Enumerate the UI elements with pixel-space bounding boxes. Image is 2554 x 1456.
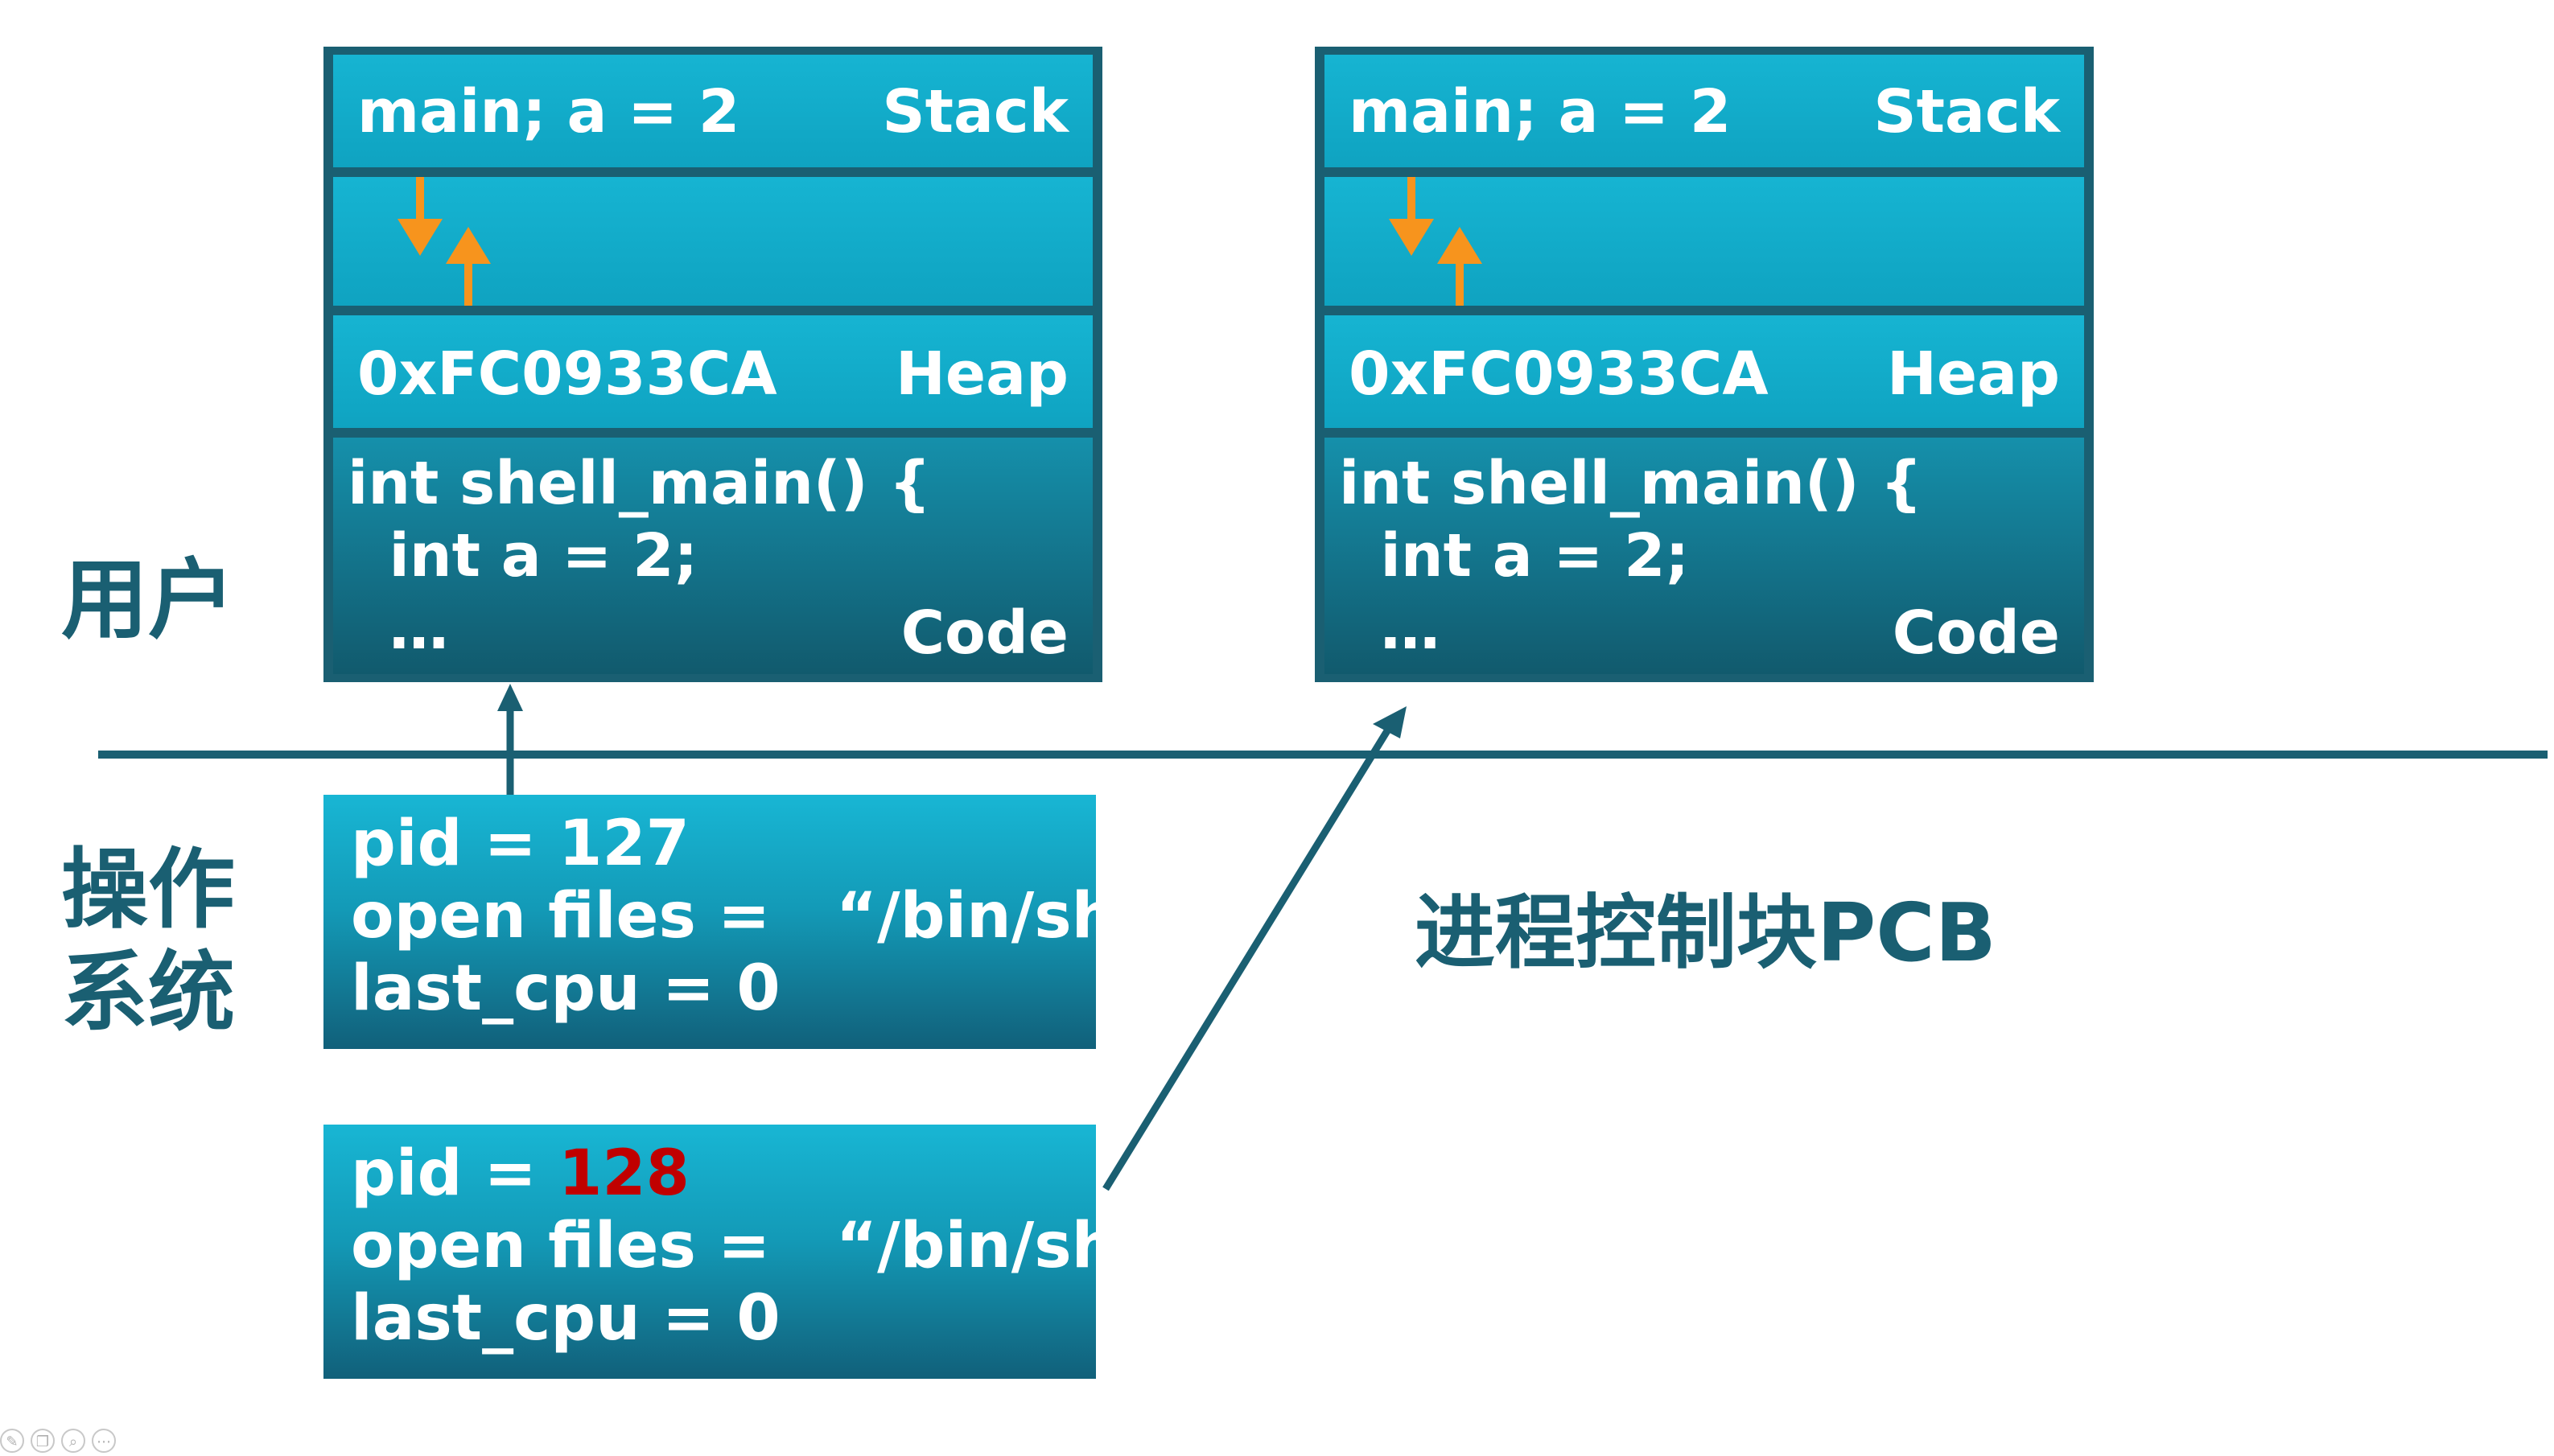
code-label: Code xyxy=(1892,598,2060,668)
stack-segment: main; a = 2 Stack xyxy=(1324,55,2084,167)
pcb-box-1: pid = 127 open files = “/bin/sh” last_cp… xyxy=(323,795,1157,1049)
code-label: Code xyxy=(900,598,1069,668)
stack-segment: main; a = 2 Stack xyxy=(333,55,1093,167)
more-icon[interactable]: ⋯ xyxy=(92,1429,116,1453)
pid-value: 127 xyxy=(558,808,690,880)
pid-value: 128 xyxy=(558,1137,690,1210)
code-segment: int shell_main() { int a = 2; … Code xyxy=(1324,438,2084,674)
pen-icon[interactable]: ✎ xyxy=(0,1429,24,1453)
code-segment: int shell_main() { int a = 2; … Code xyxy=(333,438,1093,674)
stack-content: main; a = 2 xyxy=(357,77,740,146)
pid-label: pid = xyxy=(351,808,559,880)
heap-segment: 0xFC0933CA Heap xyxy=(333,315,1093,428)
code-line: int a = 2; xyxy=(1339,521,1690,590)
pcb-box-2: pid = 128 open files = “/bin/sh” last_cp… xyxy=(323,1125,1157,1379)
heap-segment: 0xFC0933CA Heap xyxy=(1324,315,2084,428)
os-label-line2: 系统 xyxy=(61,943,236,1043)
pid-label: pid = xyxy=(351,1137,559,1210)
grow-arrows-icon xyxy=(1389,177,1482,306)
code-line: int a = 2; xyxy=(348,521,698,590)
process-memory-box-1: main; a = 2 Stack 0xFC0933CA Heap int sh… xyxy=(323,47,1102,682)
stack-content: main; a = 2 xyxy=(1349,77,1732,146)
free-space-segment xyxy=(333,177,1093,306)
user-space-label: 用户 xyxy=(61,550,236,651)
pcb2-to-process2-arrow xyxy=(1102,706,1407,1191)
copy-icon[interactable]: ❐ xyxy=(31,1429,55,1453)
last-cpu-row: last_cpu = 0 xyxy=(351,1282,781,1355)
zoom-icon[interactable]: ⌕ xyxy=(61,1429,85,1453)
code-line: int shell_main() { xyxy=(348,449,932,518)
code-line: int shell_main() { xyxy=(1339,449,1923,518)
last-cpu-row: last_cpu = 0 xyxy=(351,952,781,1025)
heap-content: 0xFC0933CA xyxy=(1349,339,1769,409)
slideshow-toolbar: ✎ ❐ ⌕ ⋯ xyxy=(0,1429,116,1453)
code-line: … xyxy=(1339,594,1440,663)
open-files-row: open files = “/bin/sh” xyxy=(351,880,1158,952)
code-line: … xyxy=(348,594,449,663)
free-space-segment xyxy=(1324,177,2084,306)
stack-label: Stack xyxy=(882,77,1069,146)
heap-label: Heap xyxy=(1886,339,2060,409)
pcb-caption: 进程控制块PCB xyxy=(1415,886,1996,980)
pid-row: pid = 127 xyxy=(351,812,690,875)
pid-row: pid = 128 xyxy=(351,1142,690,1205)
open-files-row: open files = “/bin/sh” xyxy=(351,1210,1158,1282)
heap-label: Heap xyxy=(895,339,1069,409)
heap-content: 0xFC0933CA xyxy=(357,339,777,409)
stack-label: Stack xyxy=(1873,77,2060,146)
grow-arrows-icon xyxy=(398,177,491,306)
pcb1-to-process1-arrow xyxy=(497,684,523,795)
os-label-line1: 操作 xyxy=(61,840,236,940)
process-memory-box-2: main; a = 2 Stack 0xFC0933CA Heap int sh… xyxy=(1315,47,2094,682)
